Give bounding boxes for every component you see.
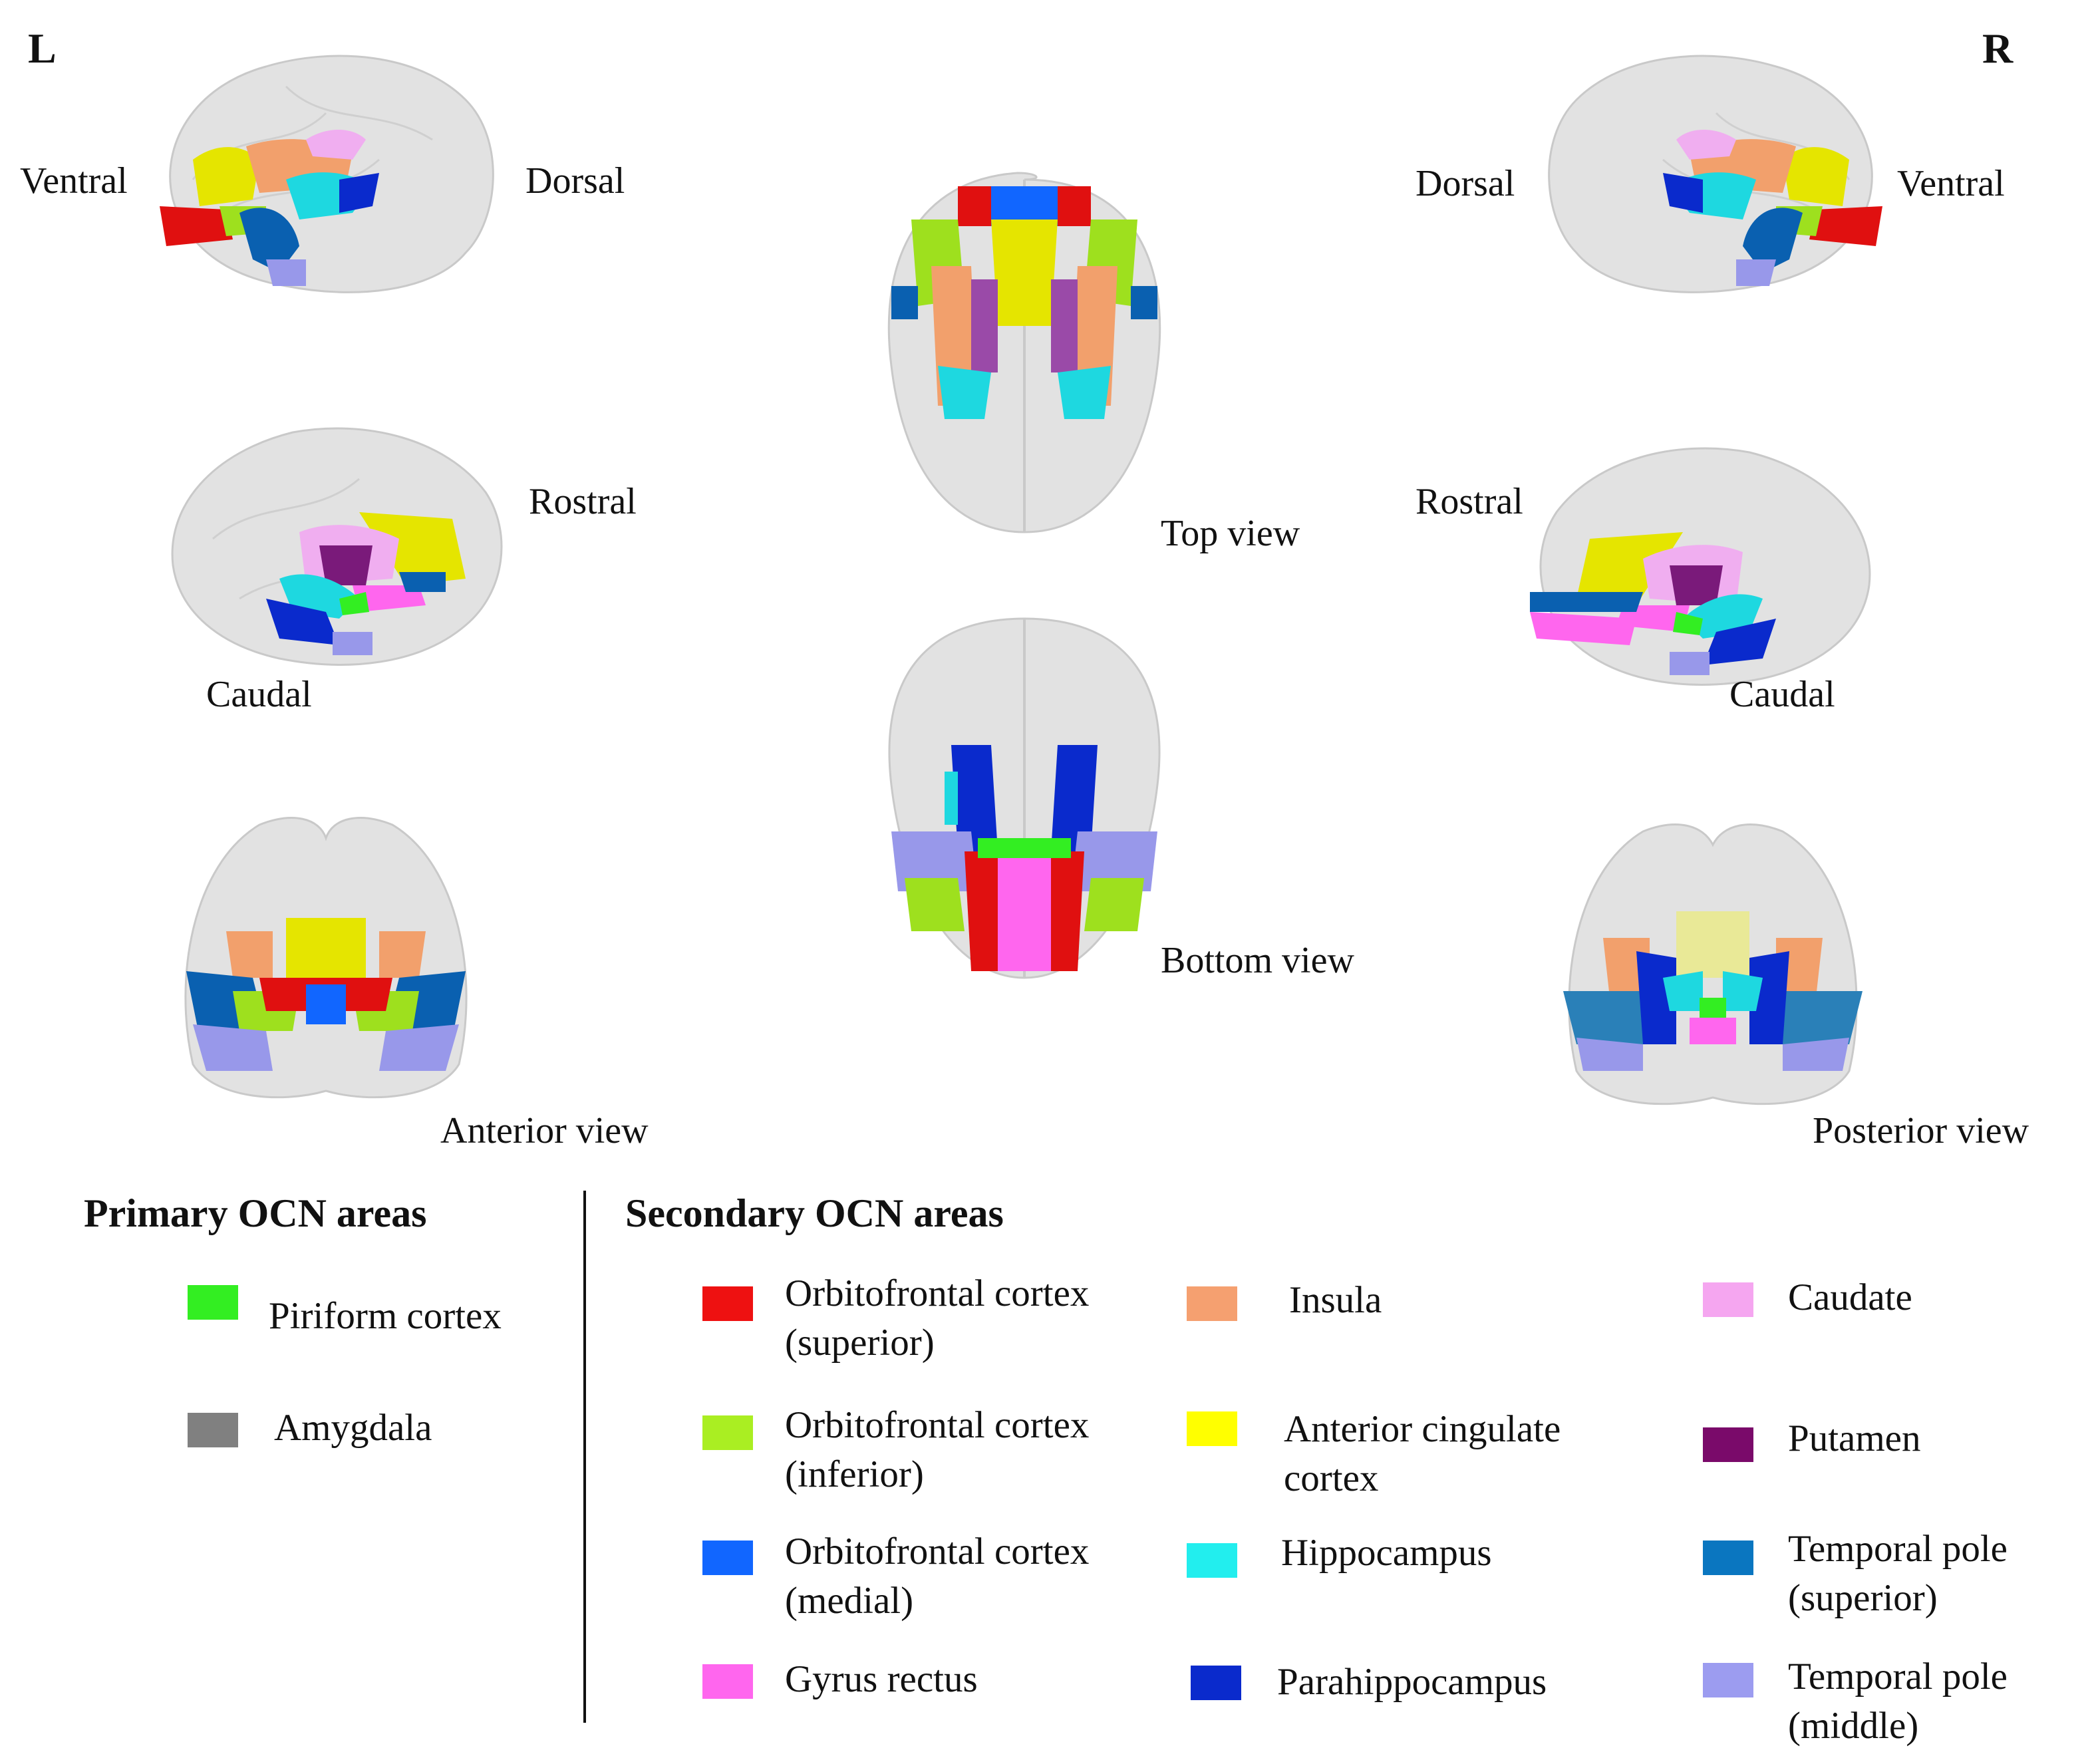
legend-label-piriform: Piriform cortex xyxy=(269,1295,502,1337)
legend-label-parahippocampus: Parahippocampus xyxy=(1277,1661,1547,1703)
legend-swatch-ofc-medial xyxy=(702,1541,753,1575)
top-view-label: Top view xyxy=(1161,513,1300,554)
legend-label-ofc-superior: Orbitofrontal cortex (superior) xyxy=(785,1272,1090,1364)
right-hemisphere-label: R xyxy=(1982,25,2013,72)
legend-label-ofc-inferior: Orbitofrontal cortex (inferior) xyxy=(785,1404,1090,1495)
brain-posterior-view xyxy=(1563,823,1863,1105)
legend-label-temporal-pole-superior: Temporal pole (superior) xyxy=(1788,1528,2008,1619)
legend-label-caudate: Caudate xyxy=(1788,1276,1912,1318)
legend-label-anterior-cingulate: Anterior cingulate cortex xyxy=(1284,1408,1561,1499)
legend-swatch-ofc-superior xyxy=(702,1286,753,1321)
legend-label-hippocampus: Hippocampus xyxy=(1281,1532,1492,1574)
brain-left-medial xyxy=(171,427,503,666)
label-right-medial-caudal: Caudal xyxy=(1729,674,1835,715)
legend-swatch-temporal-pole-middle xyxy=(1703,1663,1753,1697)
legend-label-temporal-pole-middle: Temporal pole (middle) xyxy=(1788,1656,2008,1747)
brain-left-lateral xyxy=(160,55,494,293)
bottom-view-label: Bottom view xyxy=(1161,940,1354,981)
label-left-lateral-ventral: Ventral xyxy=(20,160,128,202)
legend-swatch-putamen xyxy=(1703,1427,1753,1462)
anterior-view-label: Anterior view xyxy=(440,1110,649,1151)
brain-top-view xyxy=(887,172,1161,533)
legend-swatch-ofc-inferior xyxy=(702,1415,753,1450)
legend-label-insula: Insula xyxy=(1289,1279,1382,1321)
brain-bottom-view xyxy=(888,617,1161,979)
label-left-medial-rostral: Rostral xyxy=(529,481,637,522)
legend-swatch-amygdala xyxy=(188,1413,238,1447)
primary-legend-title: Primary OCN areas xyxy=(84,1191,427,1235)
secondary-legend-title: Secondary OCN areas xyxy=(625,1191,1004,1235)
left-hemisphere-label: L xyxy=(28,25,57,72)
legend-swatch-temporal-pole-superior xyxy=(1703,1541,1753,1575)
legend-label-amygdala: Amygdala xyxy=(274,1407,432,1449)
legend-label-ofc-medial: Orbitofrontal cortex (medial) xyxy=(785,1531,1090,1622)
brain-left-anterior xyxy=(184,817,468,1099)
legend-swatch-caudate xyxy=(1703,1282,1753,1317)
label-left-medial-caudal: Caudal xyxy=(206,674,312,715)
legend-swatch-parahippocampus xyxy=(1191,1666,1241,1700)
label-left-lateral-dorsal: Dorsal xyxy=(525,160,625,202)
legend-swatch-anterior-cingulate xyxy=(1187,1411,1237,1446)
brain-right-lateral xyxy=(1548,55,1882,293)
legend-swatch-gyrus-rectus xyxy=(702,1664,753,1699)
label-right-lateral-ventral: Ventral xyxy=(1897,163,2005,204)
label-right-medial-rostral: Rostral xyxy=(1416,481,1523,522)
posterior-view-label: Posterior view xyxy=(1813,1110,2029,1151)
legend-swatch-piriform xyxy=(188,1285,238,1320)
brain-right-medial xyxy=(1530,447,1871,686)
legend-label-gyrus-rectus: Gyrus rectus xyxy=(785,1658,978,1700)
legend-divider xyxy=(583,1191,586,1723)
legend-swatch-insula xyxy=(1187,1286,1237,1321)
legend-label-putamen: Putamen xyxy=(1788,1417,1921,1459)
legend-swatch-hippocampus xyxy=(1187,1543,1237,1578)
label-right-lateral-dorsal: Dorsal xyxy=(1416,163,1515,204)
